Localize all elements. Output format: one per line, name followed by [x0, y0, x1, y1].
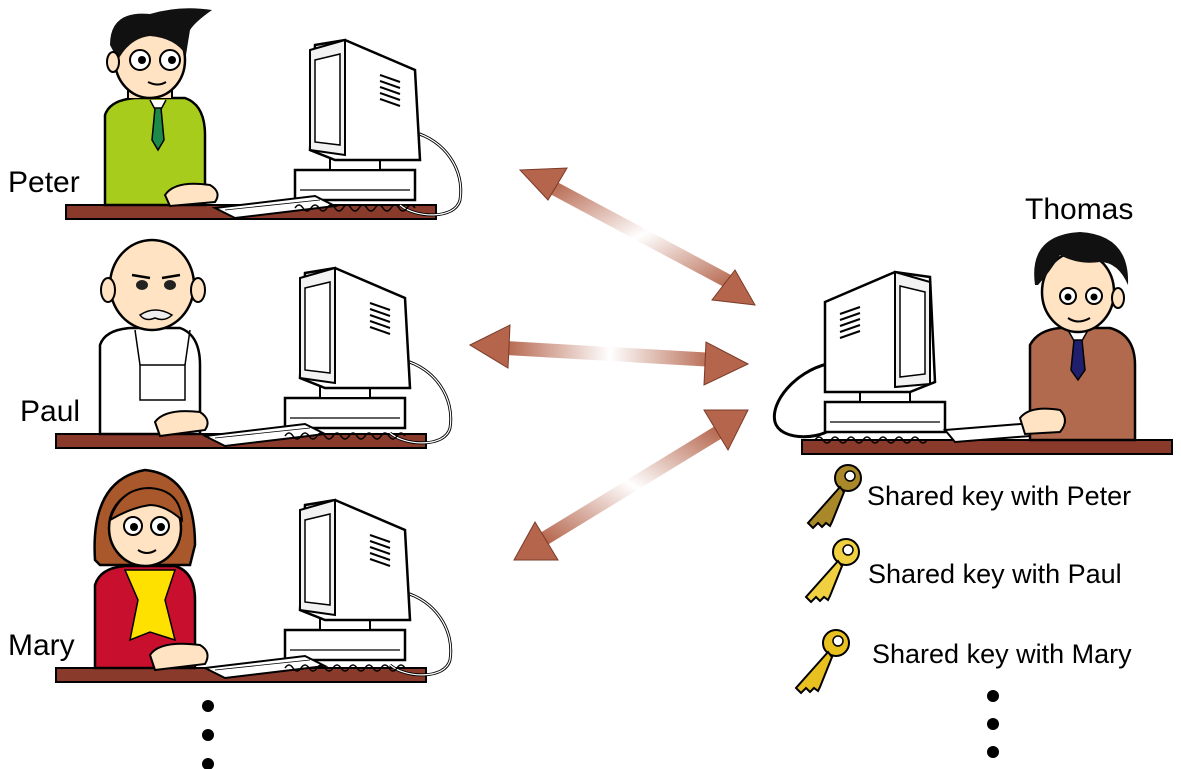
tie-peter	[151, 107, 165, 152]
person-paul	[55, 238, 453, 449]
ellipsis-left	[202, 700, 214, 769]
key-label-peter: Shared key with Peter	[867, 481, 1131, 511]
label-peter: Peter	[8, 166, 80, 199]
key-paul-icon	[805, 538, 860, 603]
label-mary: Mary	[8, 629, 75, 662]
ellipsis-right	[987, 690, 999, 758]
scarf-mary	[123, 569, 177, 642]
key-label-mary: Shared key with Mary	[872, 639, 1132, 669]
key-label-paul: Shared key with Paul	[868, 559, 1122, 589]
arrow-mary-thomas	[513, 409, 749, 561]
person-mary	[55, 468, 453, 683]
label-thomas: Thomas	[1025, 193, 1133, 226]
tie-thomas	[1070, 339, 1086, 382]
computer-paul	[203, 266, 453, 448]
label-paul: Paul	[20, 395, 80, 428]
key-peter-icon	[807, 464, 862, 529]
arrow-peter-thomas	[518, 167, 756, 306]
person-thomas	[772, 232, 1173, 455]
key-mary-icon	[795, 629, 850, 694]
arrow-paul-thomas	[468, 324, 750, 386]
computer-thomas	[772, 270, 1058, 444]
person-peter	[65, 8, 463, 220]
computer-peter	[213, 38, 463, 220]
computer-mary	[203, 498, 453, 680]
